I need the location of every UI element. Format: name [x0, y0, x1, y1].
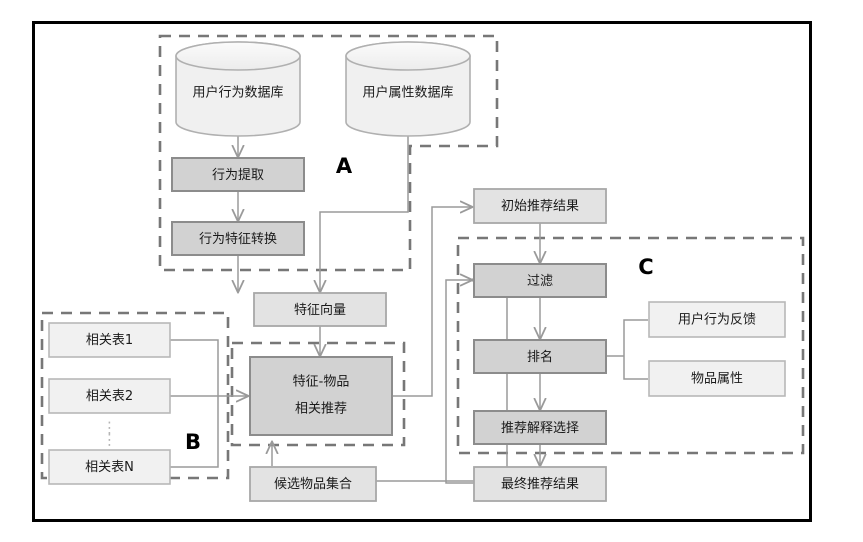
ellipsis-glyph-2: ⋮ [102, 431, 118, 449]
group-feature-item-dashed-boundary [230, 341, 406, 447]
node-label-line1: 特征-物品 [293, 375, 350, 390]
node-user-attribute-db[interactable]: 用户属性数据库 [345, 41, 471, 137]
node-user-behavior-db[interactable]: 用户行为数据库 [175, 41, 301, 137]
node-label: 相关表N [85, 460, 134, 475]
connector-finalresult-feedback-loop [445, 280, 490, 484]
node-label-line2: 相关推荐 [295, 402, 347, 417]
node-label: 物品属性 [691, 372, 743, 387]
node-label: 行为特征转换 [199, 232, 277, 247]
node-label: 排名 [527, 349, 553, 365]
node-candidate-item-set[interactable]: 候选物品集合 [249, 466, 377, 502]
group-label-c: C [638, 255, 653, 279]
node-item-attribute[interactable]: 物品属性 [648, 360, 786, 397]
connector-recommend-to-initialresult [392, 207, 472, 397]
node-initial-result[interactable]: 初始推荐结果 [473, 188, 607, 224]
connector-feedback-bus [623, 319, 648, 380]
node-label: 相关表2 [86, 389, 133, 404]
node-explain-select[interactable]: 推荐解释选择 [473, 410, 607, 445]
node-label: 行为提取 [212, 167, 264, 183]
node-label: 最终推荐结果 [501, 476, 579, 492]
node-behavior-extract[interactable]: 行为提取 [171, 157, 305, 192]
related-table-ellipsis: ⋮ ⋮ [102, 419, 118, 449]
node-feature-vector[interactable]: 特征向量 [253, 292, 387, 327]
group-a-dashed-boundary [158, 34, 499, 272]
group-label-b: B [185, 430, 201, 454]
node-label: 用户属性数据库 [362, 85, 453, 101]
node-final-result[interactable]: 最终推荐结果 [473, 466, 607, 502]
node-filter[interactable]: 过滤 [473, 263, 607, 298]
node-label: 推荐解释选择 [501, 421, 579, 436]
node-related-table-n[interactable]: 相关表N [48, 449, 171, 485]
node-related-table-1[interactable]: 相关表1 [48, 322, 171, 358]
node-related-table-2[interactable]: 相关表2 [48, 378, 171, 414]
group-label-a: A [336, 154, 353, 178]
node-feature-item-recommend[interactable]: 特征-物品 相关推荐 [249, 356, 393, 436]
node-behavior-feature-transform[interactable]: 行为特征转换 [171, 221, 305, 256]
node-label: 用户行为数据库 [192, 85, 283, 101]
node-label: 候选物品集合 [274, 476, 352, 492]
node-label: 初始推荐结果 [501, 199, 579, 214]
ellipsis-glyph: ⋮ [102, 419, 118, 437]
node-user-behavior-feedback[interactable]: 用户行为反馈 [648, 301, 786, 338]
group-c-dashed-boundary [456, 236, 805, 455]
node-label: 用户行为反馈 [678, 312, 756, 328]
connector-relatedtables-bus [170, 339, 219, 468]
node-label: 特征向量 [294, 302, 346, 318]
node-label: 过滤 [527, 274, 553, 289]
node-ranking[interactable]: 排名 [473, 339, 607, 374]
node-label: 相关表1 [86, 333, 133, 348]
connector-attrdb-to-featurevector [320, 136, 409, 292]
